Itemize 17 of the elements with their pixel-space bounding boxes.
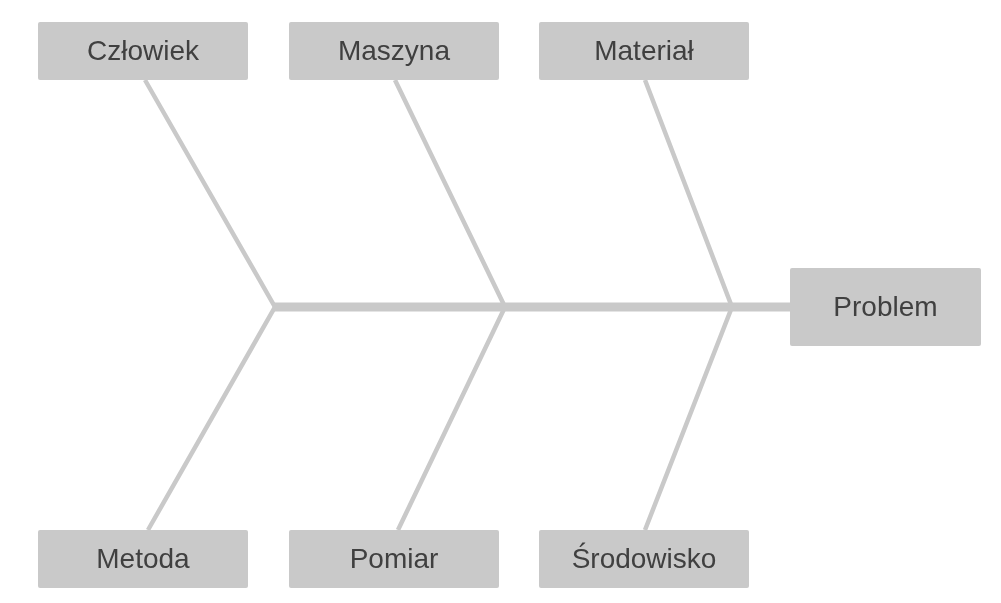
category-label: Środowisko: [571, 543, 717, 575]
category-box: [539, 22, 749, 80]
category-box: [38, 22, 248, 80]
spine-line: [273, 302, 505, 312]
problem-box: [790, 268, 981, 346]
category-label: Metoda: [96, 543, 190, 575]
category-label: Maszyna: [337, 35, 450, 67]
category-box: [38, 530, 248, 588]
category-label: Człowiek: [87, 35, 199, 67]
spine-line: [505, 302, 732, 312]
category-box: [539, 530, 749, 588]
category-label: Materiał: [594, 35, 694, 67]
category-box: [289, 22, 499, 80]
problem-label: Problem: [833, 291, 938, 323]
category-box: [289, 530, 499, 588]
spine-line: [732, 302, 790, 312]
category-label: Pomiar: [349, 543, 439, 575]
